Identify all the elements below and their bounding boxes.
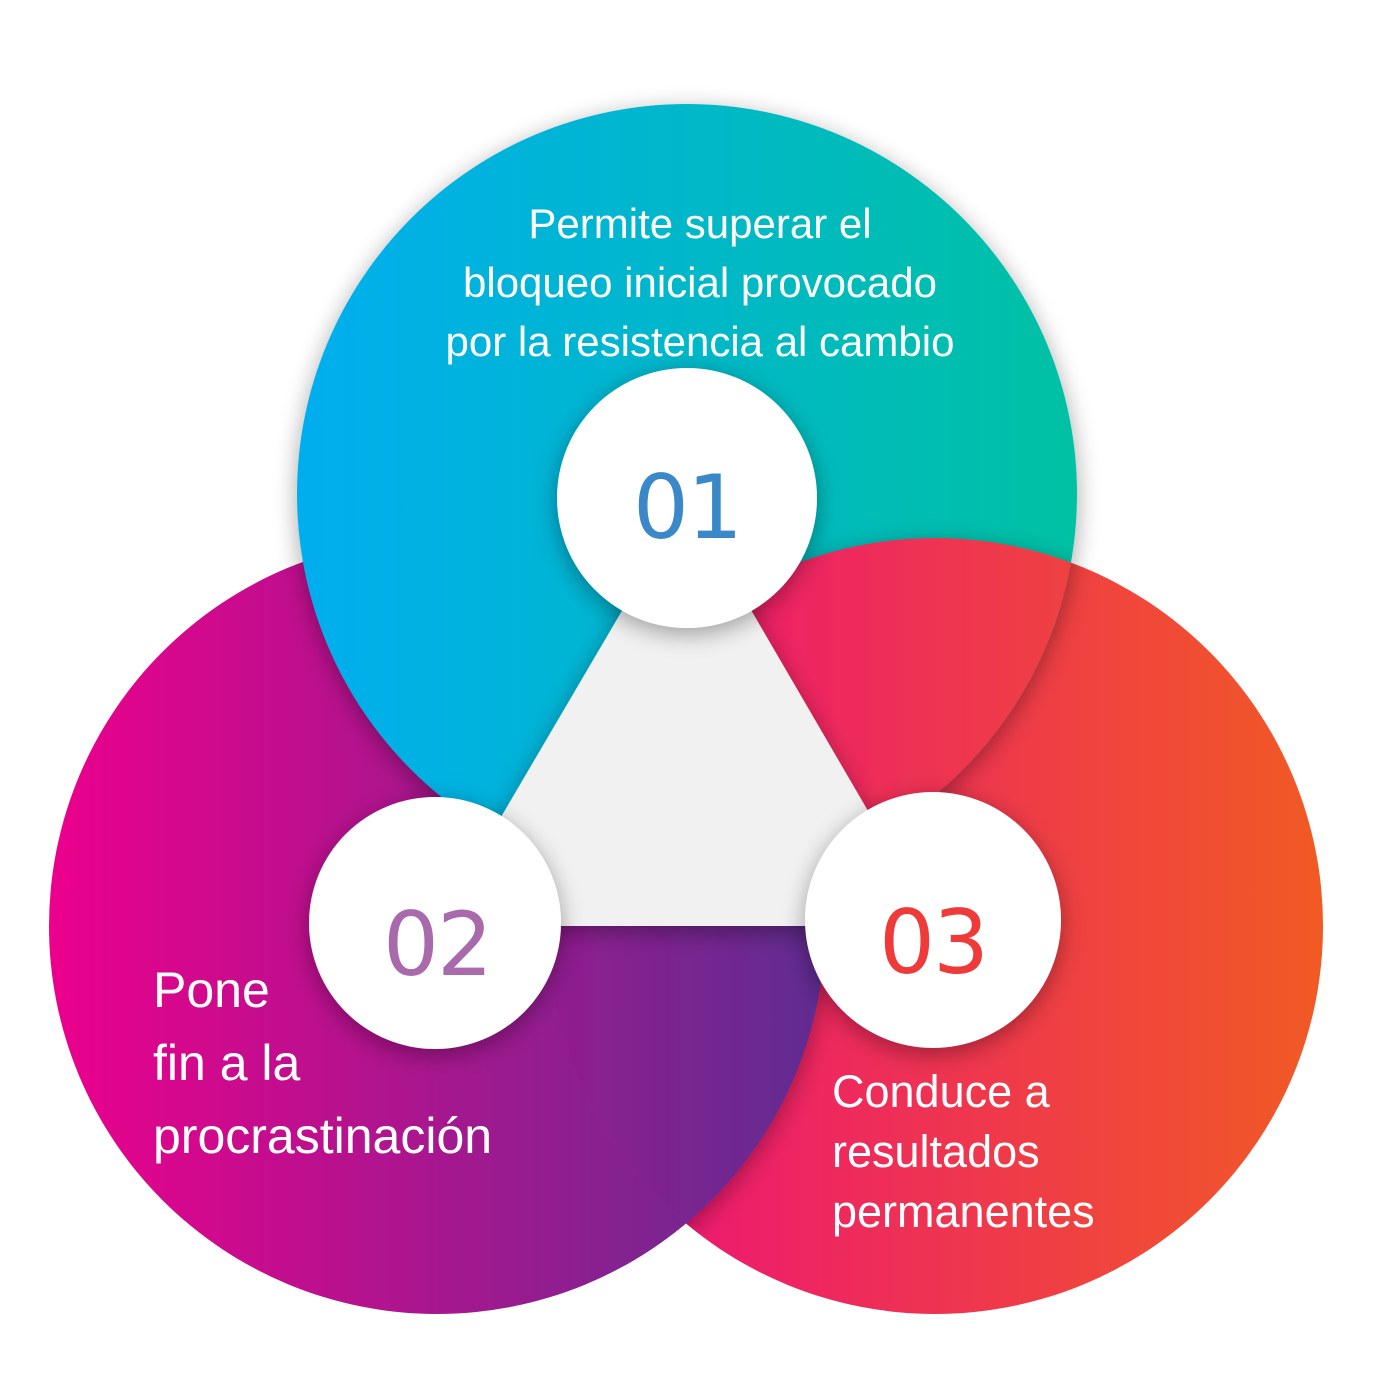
label-03: Conduce a resultados permanentes bbox=[832, 1062, 1095, 1242]
badge-01 bbox=[557, 368, 817, 628]
number-01: 01 bbox=[633, 456, 743, 559]
center-triangle bbox=[437, 500, 935, 926]
label-03-line-3: permanentes bbox=[832, 1186, 1095, 1237]
label-01-line-1: Permite superar el bbox=[528, 200, 872, 247]
label-03-line-1: Conduce a bbox=[832, 1066, 1050, 1117]
label-01-line-3: por la resistencia al cambio bbox=[445, 318, 955, 365]
label-02: Pone fin a la procrastinación bbox=[153, 954, 492, 1173]
label-02-line-2: fin a la bbox=[153, 1035, 301, 1091]
number-03: 03 bbox=[879, 891, 989, 994]
badge-02 bbox=[309, 797, 561, 1049]
badge-03 bbox=[805, 792, 1061, 1048]
label-03-line-2: resultados bbox=[832, 1126, 1040, 1177]
label-02-line-3: procrastinación bbox=[153, 1108, 493, 1164]
label-01: Permite superar el bloqueo inicial provo… bbox=[340, 194, 1060, 371]
number-02: 02 bbox=[383, 893, 493, 996]
label-01-line-2: bloqueo inicial provocado bbox=[463, 259, 937, 306]
label-02-line-1: Pone bbox=[153, 962, 270, 1018]
